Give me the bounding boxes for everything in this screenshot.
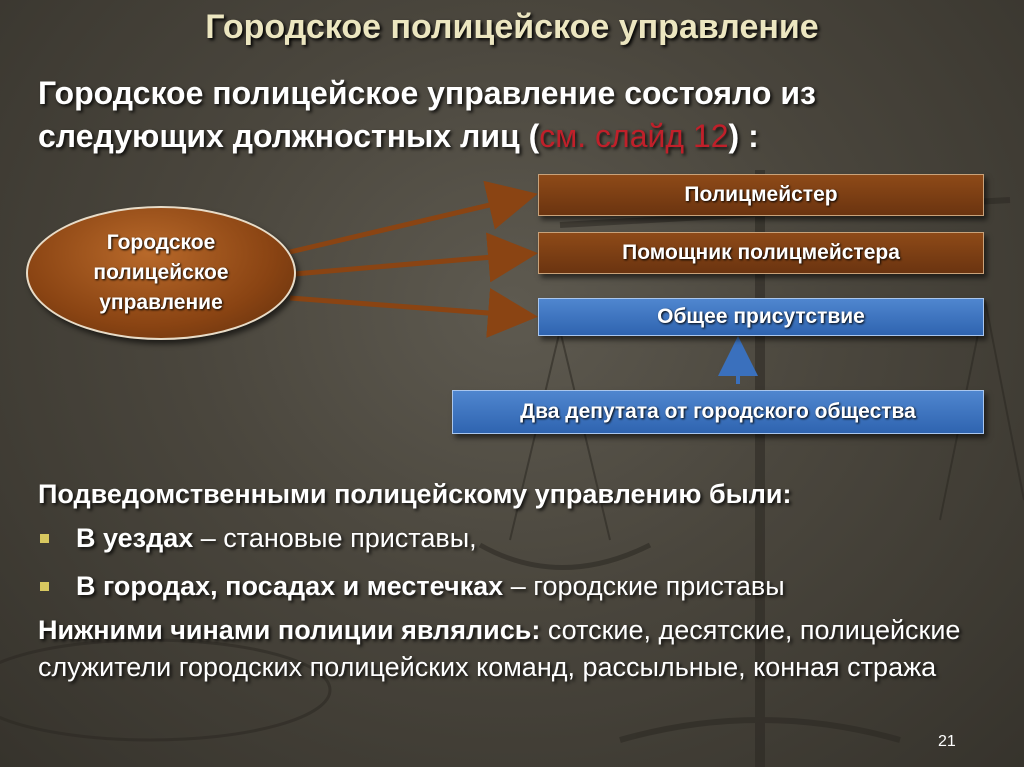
slide-reference: см. слайд 12 (539, 118, 729, 154)
box-general-presence: Общее присутствие (538, 298, 984, 336)
slide-title: Городское полицейское управление (205, 8, 819, 46)
lower-ranks-bold: Нижними чинами полиции являлись: (38, 615, 541, 645)
lower-ranks-text: сотские, десятские, полицейские служител… (38, 615, 961, 682)
list-item-text: – городские приставы (503, 571, 785, 601)
bullet-square-icon (40, 534, 49, 543)
page-number: 21 (938, 733, 956, 750)
intro-text-start: Городское полицейское управление состоял… (38, 75, 816, 154)
list-item: В городах, посадах и местечках – городск… (38, 562, 998, 610)
list-item-bold: В уездах (76, 523, 194, 553)
list-item-bold: В городах, посадах и местечках (76, 571, 504, 601)
list-item: В уездах – становые приставы, (38, 514, 998, 562)
city-police-administration-oval: Городское полицейское управление (26, 206, 296, 340)
subordinates-heading: Подведомственными полицейскому управлени… (38, 479, 792, 509)
bullet-square-icon (40, 582, 49, 591)
box-assistant-polizmeister: Помощник полицмейстера (538, 232, 984, 274)
box-two-deputies: Два депутата от городского общества (452, 390, 984, 434)
lower-ranks-paragraph: Нижними чинами полиции являлись: сотские… (38, 612, 998, 686)
intro-text: Городское полицейское управление состоял… (38, 72, 998, 158)
box-polizmeister: Полицмейстер (538, 174, 984, 216)
oval-label: Городское полицейское управление (93, 231, 229, 314)
subordinates-section: Подведомственными полицейскому управлени… (38, 474, 998, 686)
list-item-text: – становые приставы, (193, 523, 477, 553)
intro-text-end: ) : (728, 118, 759, 154)
